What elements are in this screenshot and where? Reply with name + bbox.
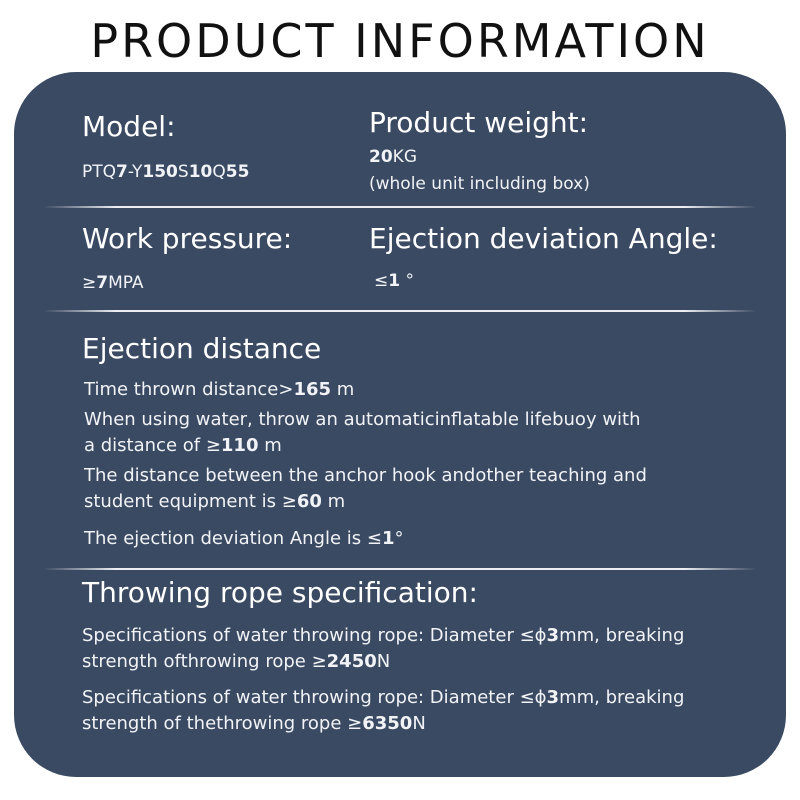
distance-line: student equipment is ≥60 m bbox=[84, 491, 346, 512]
pressure-number: 7 bbox=[96, 273, 109, 293]
model-part: 55 bbox=[225, 162, 250, 182]
distance-label: Ejection distance bbox=[82, 332, 322, 365]
divider bbox=[44, 206, 756, 208]
distance-line: a distance of ≥110 m bbox=[84, 435, 282, 456]
rope-spec-line: strength of thethrowing rope ≥6350N bbox=[82, 713, 426, 734]
model-part: 7 bbox=[116, 162, 128, 182]
info-panel: Model: PTQ7-Y150S10Q55 Product weight: 2… bbox=[14, 72, 786, 777]
distance-line: When using water, throw an automaticinfl… bbox=[84, 409, 641, 430]
weight-value: 20KG bbox=[369, 147, 417, 167]
angle-unit: ° bbox=[400, 271, 414, 291]
rope-label: Throwing rope specification: bbox=[82, 576, 478, 609]
model-part: 10 bbox=[188, 162, 213, 182]
weight-label: Product weight: bbox=[369, 106, 589, 139]
pressure-unit: MPA bbox=[108, 273, 144, 293]
weight-note: (whole unit including box) bbox=[369, 174, 590, 194]
model-label: Model: bbox=[82, 110, 176, 143]
model-value: PTQ7-Y150S10Q55 bbox=[82, 162, 249, 182]
page-title: PRODUCT INFORMATION bbox=[90, 14, 710, 68]
pressure-value: ≥7MPA bbox=[82, 273, 144, 293]
model-part: Q bbox=[212, 162, 226, 182]
divider bbox=[44, 568, 756, 570]
model-part: PTQ bbox=[82, 162, 117, 182]
model-part: S bbox=[177, 162, 189, 182]
rope-spec-line: Specifications of water throwing rope: D… bbox=[82, 625, 685, 646]
pressure-label: Work pressure: bbox=[82, 222, 293, 255]
weight-number: 20 bbox=[369, 147, 393, 167]
distance-line: The distance between the anchor hook and… bbox=[84, 465, 647, 486]
angle-number: 1 bbox=[388, 271, 401, 291]
distance-line: Time thrown distance>165 m bbox=[84, 379, 355, 400]
model-part: -Y bbox=[127, 162, 143, 182]
angle-value: ≤1 ° bbox=[374, 271, 414, 291]
rope-spec-line: strength ofthrowing rope ≥2450N bbox=[82, 651, 391, 672]
distance-line: The ejection deviation Angle is ≤1° bbox=[84, 528, 404, 549]
angle-label: Ejection deviation Angle: bbox=[369, 222, 718, 255]
model-part: 150 bbox=[142, 162, 178, 182]
pressure-prefix: ≥ bbox=[82, 273, 97, 293]
weight-unit: KG bbox=[392, 147, 417, 167]
rope-spec-line: Specifications of water throwing rope: D… bbox=[82, 687, 685, 708]
angle-prefix: ≤ bbox=[374, 271, 389, 291]
divider bbox=[44, 310, 756, 312]
